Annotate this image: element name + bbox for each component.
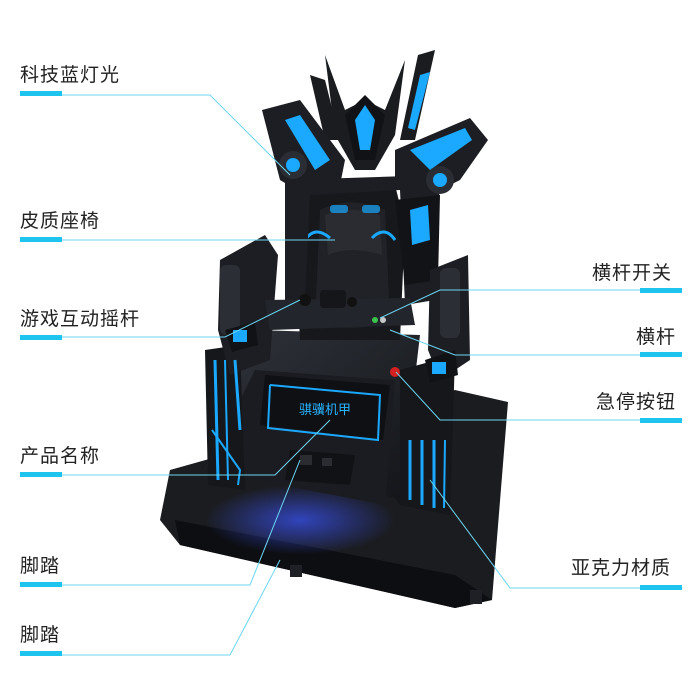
callout-line-product-name (60, 419, 331, 476)
left-side-panel (205, 345, 245, 490)
product-logo-text: 骐骥机甲 (299, 403, 351, 418)
control-crossbar (265, 290, 415, 377)
accent-bar (640, 418, 682, 423)
accent-bar (640, 352, 682, 357)
callout-line-pedal-2 (60, 559, 281, 656)
accent-bar (20, 335, 62, 340)
label-leather-seat: 皮质座椅 (20, 210, 101, 232)
accent-bar (20, 582, 62, 587)
head-crest (310, 50, 435, 170)
callout-line-joystick (60, 299, 301, 338)
label-emergency-stop: 急停按钮 (596, 391, 677, 413)
label-crossbar-switch: 横杆开关 (592, 262, 673, 284)
label-pedal: 脚踏 (20, 555, 61, 577)
back-frame (285, 175, 440, 305)
callout-line-crossbar (389, 329, 640, 356)
left-armrest (218, 235, 278, 431)
callout-line-pedal-1 (60, 459, 301, 586)
accent-bar (20, 91, 62, 96)
label-product-name: 产品名称 (20, 445, 101, 467)
label-pedal-2: 脚踏 (20, 624, 61, 646)
right-side-panel (400, 355, 455, 515)
callout-line-emergency-stop (395, 371, 640, 421)
accent-bar (20, 472, 62, 477)
accent-bar (640, 288, 682, 293)
accent-bar (20, 237, 62, 242)
callout-line-crossbar-switch (379, 289, 640, 319)
label-tech-blue-light: 科技蓝灯光 (20, 64, 121, 86)
lower-body: 骐骥机甲 (205, 330, 420, 505)
callout-line-acrylic (429, 479, 640, 589)
label-crossbar: 横杆 (636, 326, 677, 348)
accent-bar (20, 651, 62, 656)
callout-line-light (60, 94, 291, 176)
label-game-joystick: 游戏互动摇杆 (20, 308, 141, 330)
accent-bar (640, 585, 682, 590)
shoulder-wings (262, 100, 488, 195)
label-acrylic-material: 亚克力材质 (571, 557, 672, 579)
